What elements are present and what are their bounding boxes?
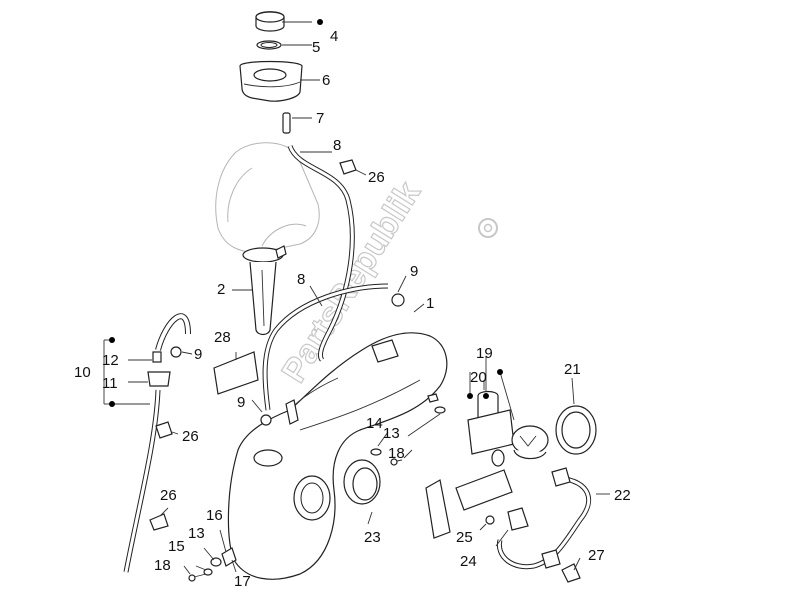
ring-nut-21 bbox=[555, 405, 597, 455]
callout-26-left: 26 bbox=[182, 428, 199, 445]
nut-26-upper bbox=[339, 159, 357, 175]
callout-22: 22 bbox=[614, 487, 631, 504]
gasket-28 bbox=[213, 351, 259, 395]
callout-23: 23 bbox=[364, 529, 381, 546]
ring-23 bbox=[343, 459, 381, 505]
callout-4: 5 bbox=[312, 39, 320, 56]
callout-18-bottom: 18 bbox=[154, 557, 171, 574]
callout-9-tank: 9 bbox=[237, 394, 245, 411]
bottom-hardware bbox=[188, 547, 237, 582]
bolt-18-right bbox=[390, 458, 403, 466]
callout-10: 10 bbox=[74, 364, 91, 381]
washer-13-right bbox=[434, 406, 446, 414]
gasket-pump bbox=[425, 479, 451, 539]
callout-16: 16 bbox=[206, 507, 223, 524]
clip-25 bbox=[485, 515, 495, 525]
clip-right bbox=[427, 393, 439, 403]
callout-24: 24 bbox=[460, 553, 477, 570]
hose-connector-right bbox=[551, 467, 571, 487]
callout-11: 11 bbox=[102, 375, 118, 392]
clamp-27 bbox=[561, 563, 581, 583]
nut-26-left bbox=[155, 421, 173, 439]
callout-17: 17 bbox=[234, 573, 251, 590]
pump-cover-19 bbox=[511, 425, 549, 460]
callout-9-left: 9 bbox=[194, 346, 202, 363]
callout-13-bottom: 13 bbox=[188, 525, 205, 542]
callout-1: 1 bbox=[426, 295, 434, 312]
callout-26-lower: 26 bbox=[160, 487, 177, 504]
callout-25: 25 bbox=[456, 529, 473, 546]
callout-14: 14 bbox=[366, 415, 383, 432]
callout-13-right: 13 bbox=[383, 425, 400, 442]
callout-28: 28 bbox=[214, 329, 231, 346]
filler-neck bbox=[239, 60, 303, 102]
clamp-9-top bbox=[391, 293, 405, 307]
callout-18-right: 18 bbox=[388, 445, 405, 462]
callout-6: 7 bbox=[316, 110, 324, 127]
fuel-level-sender bbox=[242, 245, 287, 336]
clamp-9-tank bbox=[260, 414, 272, 426]
kit-dots bbox=[109, 19, 503, 407]
callout-8: 8 bbox=[297, 271, 305, 288]
neck-fitting bbox=[282, 112, 291, 134]
fuel-cap bbox=[255, 11, 285, 32]
callout-15: 15 bbox=[168, 538, 185, 555]
fuel-tank bbox=[227, 332, 448, 580]
callout-5: 6 bbox=[322, 72, 330, 89]
pump-seal-plate bbox=[467, 409, 515, 455]
callout-labels: 4 5 6 7 8 26 2 8 9 1 28 9 12 10 11 9 26 … bbox=[74, 28, 631, 590]
callout-20: 20 bbox=[470, 369, 487, 386]
nut-26-lower bbox=[149, 513, 169, 531]
callout-21: 21 bbox=[564, 361, 581, 378]
callout-9-top: 9 bbox=[410, 263, 418, 280]
cap-gasket bbox=[256, 40, 282, 50]
gear-icon bbox=[478, 218, 498, 238]
callout-2: 2 bbox=[217, 281, 225, 298]
washer-14 bbox=[370, 448, 382, 456]
callout-27: 27 bbox=[588, 547, 605, 564]
callout-3: 4 bbox=[330, 28, 338, 45]
hose-connector-bottom bbox=[541, 549, 561, 569]
drain-hose-assembly bbox=[123, 313, 191, 573]
hose-connector-24 bbox=[507, 507, 529, 531]
callout-12: 12 bbox=[102, 352, 119, 369]
clamp-9-left bbox=[170, 346, 182, 358]
callout-26-upper: 26 bbox=[368, 169, 385, 186]
fuel-pump bbox=[455, 449, 513, 511]
callout-19: 19 bbox=[476, 345, 493, 362]
callout-7: 8 bbox=[333, 137, 341, 154]
